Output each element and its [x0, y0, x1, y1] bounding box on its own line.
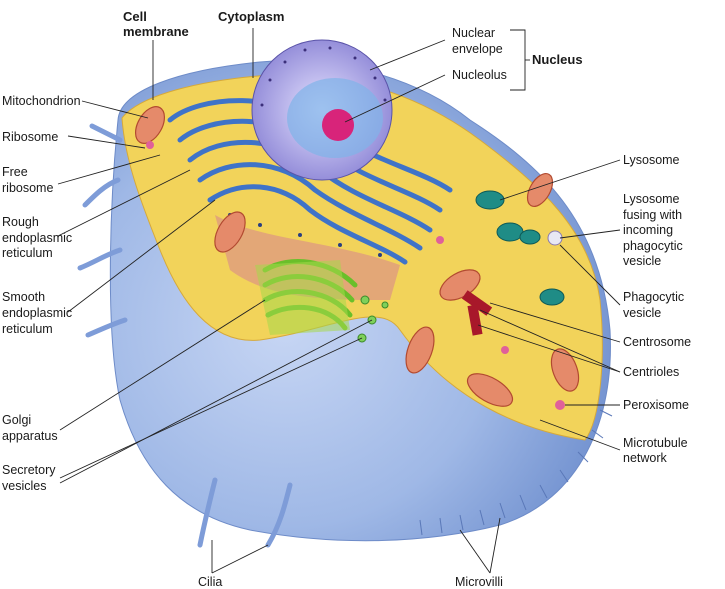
label-lysosome: Lysosome — [623, 153, 680, 167]
microvilli — [419, 409, 613, 536]
phagocytic-vesicle — [547, 230, 563, 246]
label-microvilli: Microvilli — [455, 575, 503, 589]
label-nucleolus: Nucleolus — [452, 68, 507, 82]
label-peroxisome: Peroxisome — [623, 398, 689, 412]
nuclear-pores — [260, 46, 387, 107]
centrosome — [461, 290, 493, 336]
label-mitochondrion: Mitochondrion — [2, 94, 81, 108]
nucleolus — [322, 109, 354, 141]
label-cytoplasm: Cytoplasm — [218, 9, 284, 24]
label-nucleus: Nucleus — [532, 52, 583, 67]
leader-lines — [57, 28, 621, 574]
golgi-body — [255, 260, 350, 335]
cilia — [77, 123, 293, 548]
label-ribosome: Ribosome — [2, 130, 58, 144]
label-cilia: Cilia — [198, 575, 222, 589]
lysosomes — [475, 190, 565, 306]
label-centrosome: Centrosome — [623, 335, 691, 349]
label-centrioles: Centrioles — [623, 365, 679, 379]
peroxisomes — [146, 141, 565, 410]
